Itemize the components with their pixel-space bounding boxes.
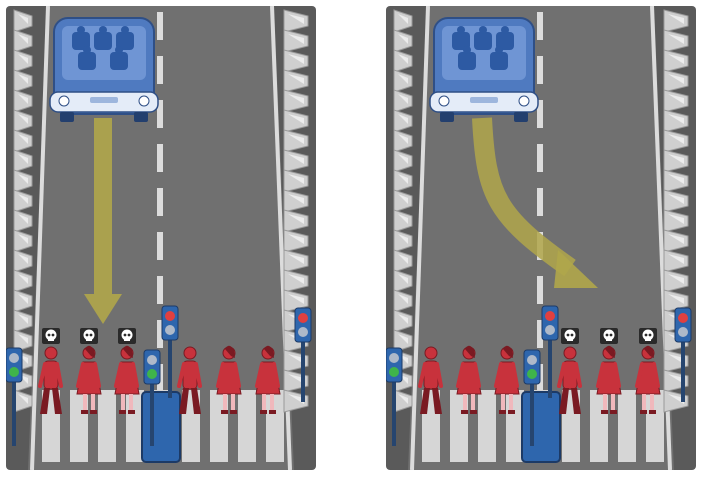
pedestrian-man	[557, 346, 582, 414]
scenario-illustration	[386, 6, 696, 470]
pedestrian-woman	[596, 345, 622, 414]
right-side-barrier	[663, 9, 689, 413]
left-side-barrier	[393, 9, 413, 413]
skull-icon	[639, 328, 657, 344]
median-walk-signal	[143, 349, 161, 446]
road-edge-line	[410, 6, 430, 470]
stop-hand-icon	[678, 313, 688, 323]
stop-hand-icon	[298, 313, 308, 323]
scenario-right[interactable]	[386, 6, 696, 470]
road-edge-line	[30, 6, 50, 470]
skull-icon	[80, 328, 98, 344]
pedestrian-man	[177, 346, 202, 414]
skull-icon	[600, 328, 618, 344]
pedestrian-signal-icon	[389, 367, 399, 377]
scenario-illustration	[6, 6, 316, 470]
pedestrian-woman	[635, 345, 661, 414]
traffic-island	[521, 391, 561, 463]
pedestrian-woman	[76, 345, 102, 414]
median-signal	[161, 305, 179, 398]
pedestrian-woman	[255, 345, 281, 414]
left-signal	[386, 347, 403, 446]
right-signal	[674, 307, 692, 402]
pedestrian-man	[38, 346, 63, 414]
autonomous-car-icon	[49, 17, 159, 122]
pedestrian-signal-icon	[147, 369, 157, 379]
median-walk-signal	[523, 349, 541, 446]
traffic-island	[141, 391, 181, 463]
pedestrian-signal-icon	[527, 369, 537, 379]
right-signal	[294, 307, 312, 402]
skull-icon	[118, 328, 136, 344]
stop-hand-icon	[545, 311, 555, 321]
skull-icon	[42, 328, 60, 344]
stop-hand-icon	[165, 311, 175, 321]
pedestrian-woman	[494, 345, 520, 414]
skull-icon	[561, 328, 579, 344]
left-signal	[6, 347, 23, 446]
trajectory-arrow	[84, 118, 122, 324]
trajectory-arrow	[472, 117, 598, 288]
pedestrian-woman	[216, 345, 242, 414]
pedestrian-woman	[114, 345, 140, 414]
right-side-barrier	[283, 9, 309, 413]
pedestrian-man	[418, 346, 443, 414]
scenario-left[interactable]	[6, 6, 316, 470]
pedestrian-woman	[456, 345, 482, 414]
pedestrian-signal-icon	[9, 367, 19, 377]
autonomous-car-icon	[429, 17, 539, 122]
median-signal	[541, 305, 559, 398]
